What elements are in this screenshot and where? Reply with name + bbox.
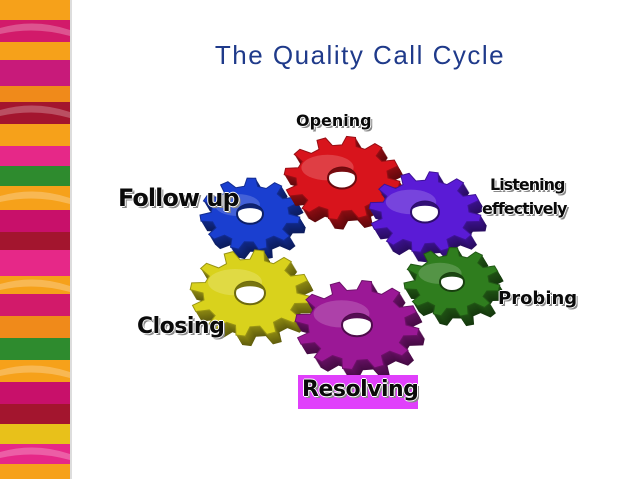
resolving-highlight-box	[298, 375, 418, 409]
label-resolving: Resolving	[302, 377, 419, 402]
label-listening-line2: effectively	[482, 199, 567, 218]
slide-title: The Quality Call Cycle	[214, 40, 506, 70]
stripe-pattern	[0, 0, 70, 479]
listening-gear	[368, 171, 487, 263]
decorative-stripe-band	[0, 0, 70, 479]
follow-up-gear	[199, 177, 306, 260]
resolving-gear	[294, 279, 425, 380]
label-follow-up: Follow up	[118, 184, 240, 212]
probing-gear	[403, 246, 506, 327]
label-closing: Closing	[137, 314, 225, 339]
opening-gear	[283, 135, 406, 230]
closing-gear	[189, 249, 316, 347]
label-opening: Opening	[296, 111, 372, 130]
stripe-divider	[70, 0, 72, 479]
label-probing: Probing	[498, 288, 578, 309]
label-listening-line1: Listening	[490, 175, 565, 194]
